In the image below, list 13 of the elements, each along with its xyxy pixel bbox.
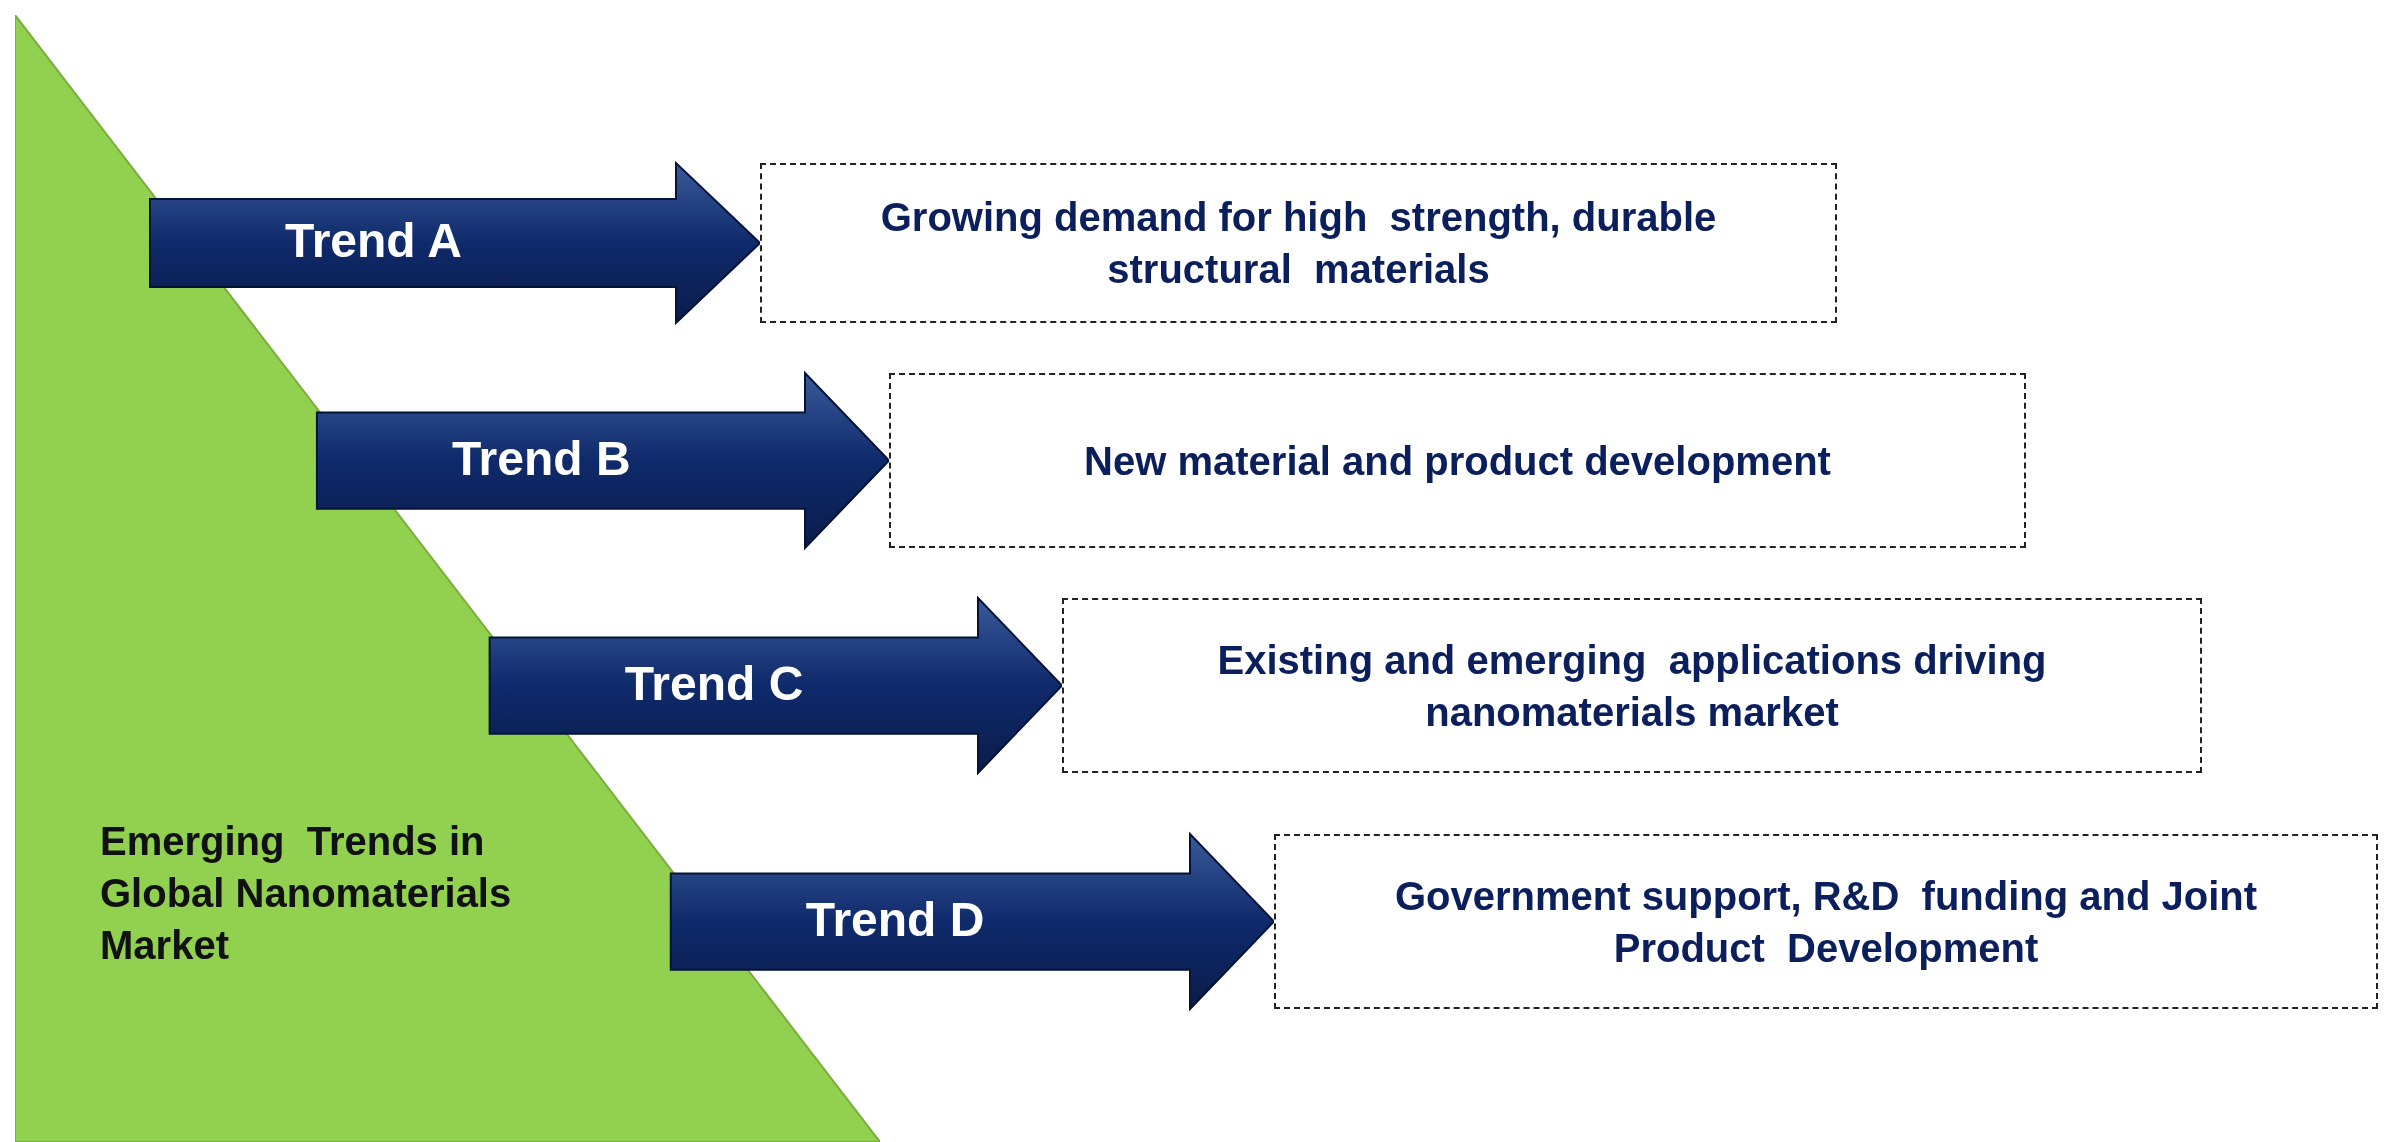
edge-label: Trend C	[624, 655, 804, 711]
edge-label: Trend D	[805, 891, 985, 947]
edge-label: Trend B	[451, 430, 631, 486]
edge-label: Trend A	[285, 213, 462, 268]
text-box: New material and product development	[889, 373, 2026, 548]
text-box: Growing demand for high strength, durable structural materials	[760, 163, 1837, 323]
block-arrow	[315, 370, 891, 551]
block-arrow	[488, 595, 1064, 776]
text-box: Existing and emerging applications driving nanomaterials market	[1062, 598, 2202, 773]
block-arrow	[669, 831, 1276, 1012]
block-arrow	[149, 160, 762, 326]
triangle-title: Emerging Trends in Global Nanomaterials Market	[100, 818, 513, 969]
text-box: Government support, R&D funding and Joint Product Development	[1274, 834, 2378, 1009]
